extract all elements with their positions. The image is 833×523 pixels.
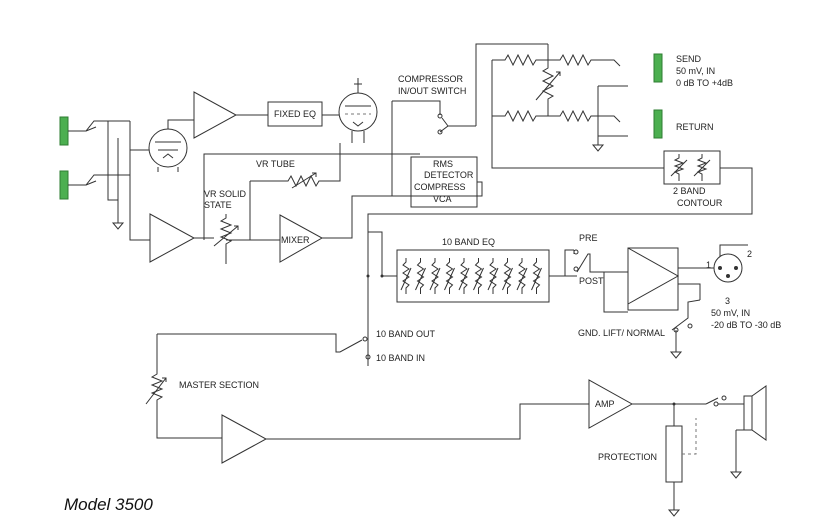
ten-band-eq-block (396, 249, 550, 303)
ten-band-eq-label: 10 BAND EQ (442, 237, 495, 247)
xlr-pin-1: 1 (706, 260, 711, 270)
vr-solid-state-label-2: STATE (204, 200, 232, 210)
gnd-lift-label: GND. LIFT/ NORMAL (578, 328, 665, 338)
compressor-switch (391, 100, 476, 196)
eq-band-slider (516, 258, 528, 294)
rms-vca-block (410, 156, 478, 208)
eq-band-slider (400, 258, 412, 294)
driver-tube (338, 78, 378, 143)
detector-label: DETECTOR (424, 170, 474, 180)
balanced-driver (627, 247, 679, 311)
send-return-network (491, 44, 664, 169)
solid-state-amp (149, 213, 196, 263)
send-level-2: 0 dB TO +4dB (676, 78, 733, 88)
ten-band-in-label: 10 BAND IN (376, 353, 425, 363)
vca-label: VCA (433, 194, 452, 204)
eq-band-slider (458, 258, 470, 294)
post-label: POST (579, 276, 604, 286)
compressor-switch-label-2: IN/OUT SWITCH (398, 86, 466, 96)
contour-label-2: CONTOUR (677, 198, 723, 208)
master-pot (150, 366, 222, 439)
ten-band-out-label: 10 BAND OUT (376, 329, 436, 339)
send-level-1: 50 mV, IN (676, 66, 715, 76)
xlr-level-2: -20 dB TO -30 dB (711, 320, 781, 330)
protection-label: PROTECTION (598, 452, 657, 462)
input-jack-1 (59, 116, 130, 146)
eq-sliders (400, 258, 542, 294)
contour-block (663, 150, 721, 185)
eq-band-slider (473, 258, 484, 294)
send-label: SEND (676, 54, 702, 64)
input-amp (193, 91, 238, 139)
fixed-eq-label: FIXED EQ (274, 109, 316, 119)
xlr-pin-3: 3 (725, 296, 730, 306)
master-section-label: MASTER SECTION (179, 380, 259, 390)
fixed-eq-block (267, 101, 323, 127)
model-label: Model 3500 (64, 495, 153, 514)
speaker-switch (705, 397, 744, 405)
xlr-level-1: 50 mV, IN (711, 308, 750, 318)
compressor-switch-label: COMPRESSOR (398, 74, 464, 84)
speaker-icon (743, 385, 767, 441)
eq-band-slider (487, 258, 499, 294)
pre-label: PRE (579, 233, 598, 243)
xlr-connector (713, 253, 743, 283)
contour-label-1: 2 BAND (673, 186, 706, 196)
master-amp (221, 414, 268, 464)
eq-band-slider (429, 258, 441, 294)
vr-solid-state-pot (219, 214, 233, 264)
vr-tube-label: VR TUBE (256, 159, 295, 169)
eq-band-slider (531, 258, 542, 294)
mixer-label: MIXER (281, 235, 310, 245)
vr-tube-resistor (250, 143, 341, 188)
return-label: RETURN (676, 122, 714, 132)
return-jack (653, 109, 663, 139)
protection-block (665, 425, 683, 483)
input-jack-2 (59, 170, 130, 200)
gnd-lift-switch (671, 299, 701, 352)
eq-band-slider (502, 258, 513, 294)
xlr-pin-2: 2 (747, 249, 752, 259)
input-tube (148, 119, 194, 172)
amp-label: AMP (595, 399, 615, 409)
eq-band-slider (444, 258, 455, 294)
mixer (279, 214, 324, 263)
compress-label: COMPRESS (414, 182, 466, 192)
send-jack (653, 53, 663, 83)
ten-band-switch (157, 333, 363, 353)
eq-band-slider (415, 258, 426, 294)
rms-label: RMS (433, 159, 453, 169)
vr-solid-state-label-1: VR SOLID (204, 189, 247, 199)
power-amp (588, 379, 634, 429)
